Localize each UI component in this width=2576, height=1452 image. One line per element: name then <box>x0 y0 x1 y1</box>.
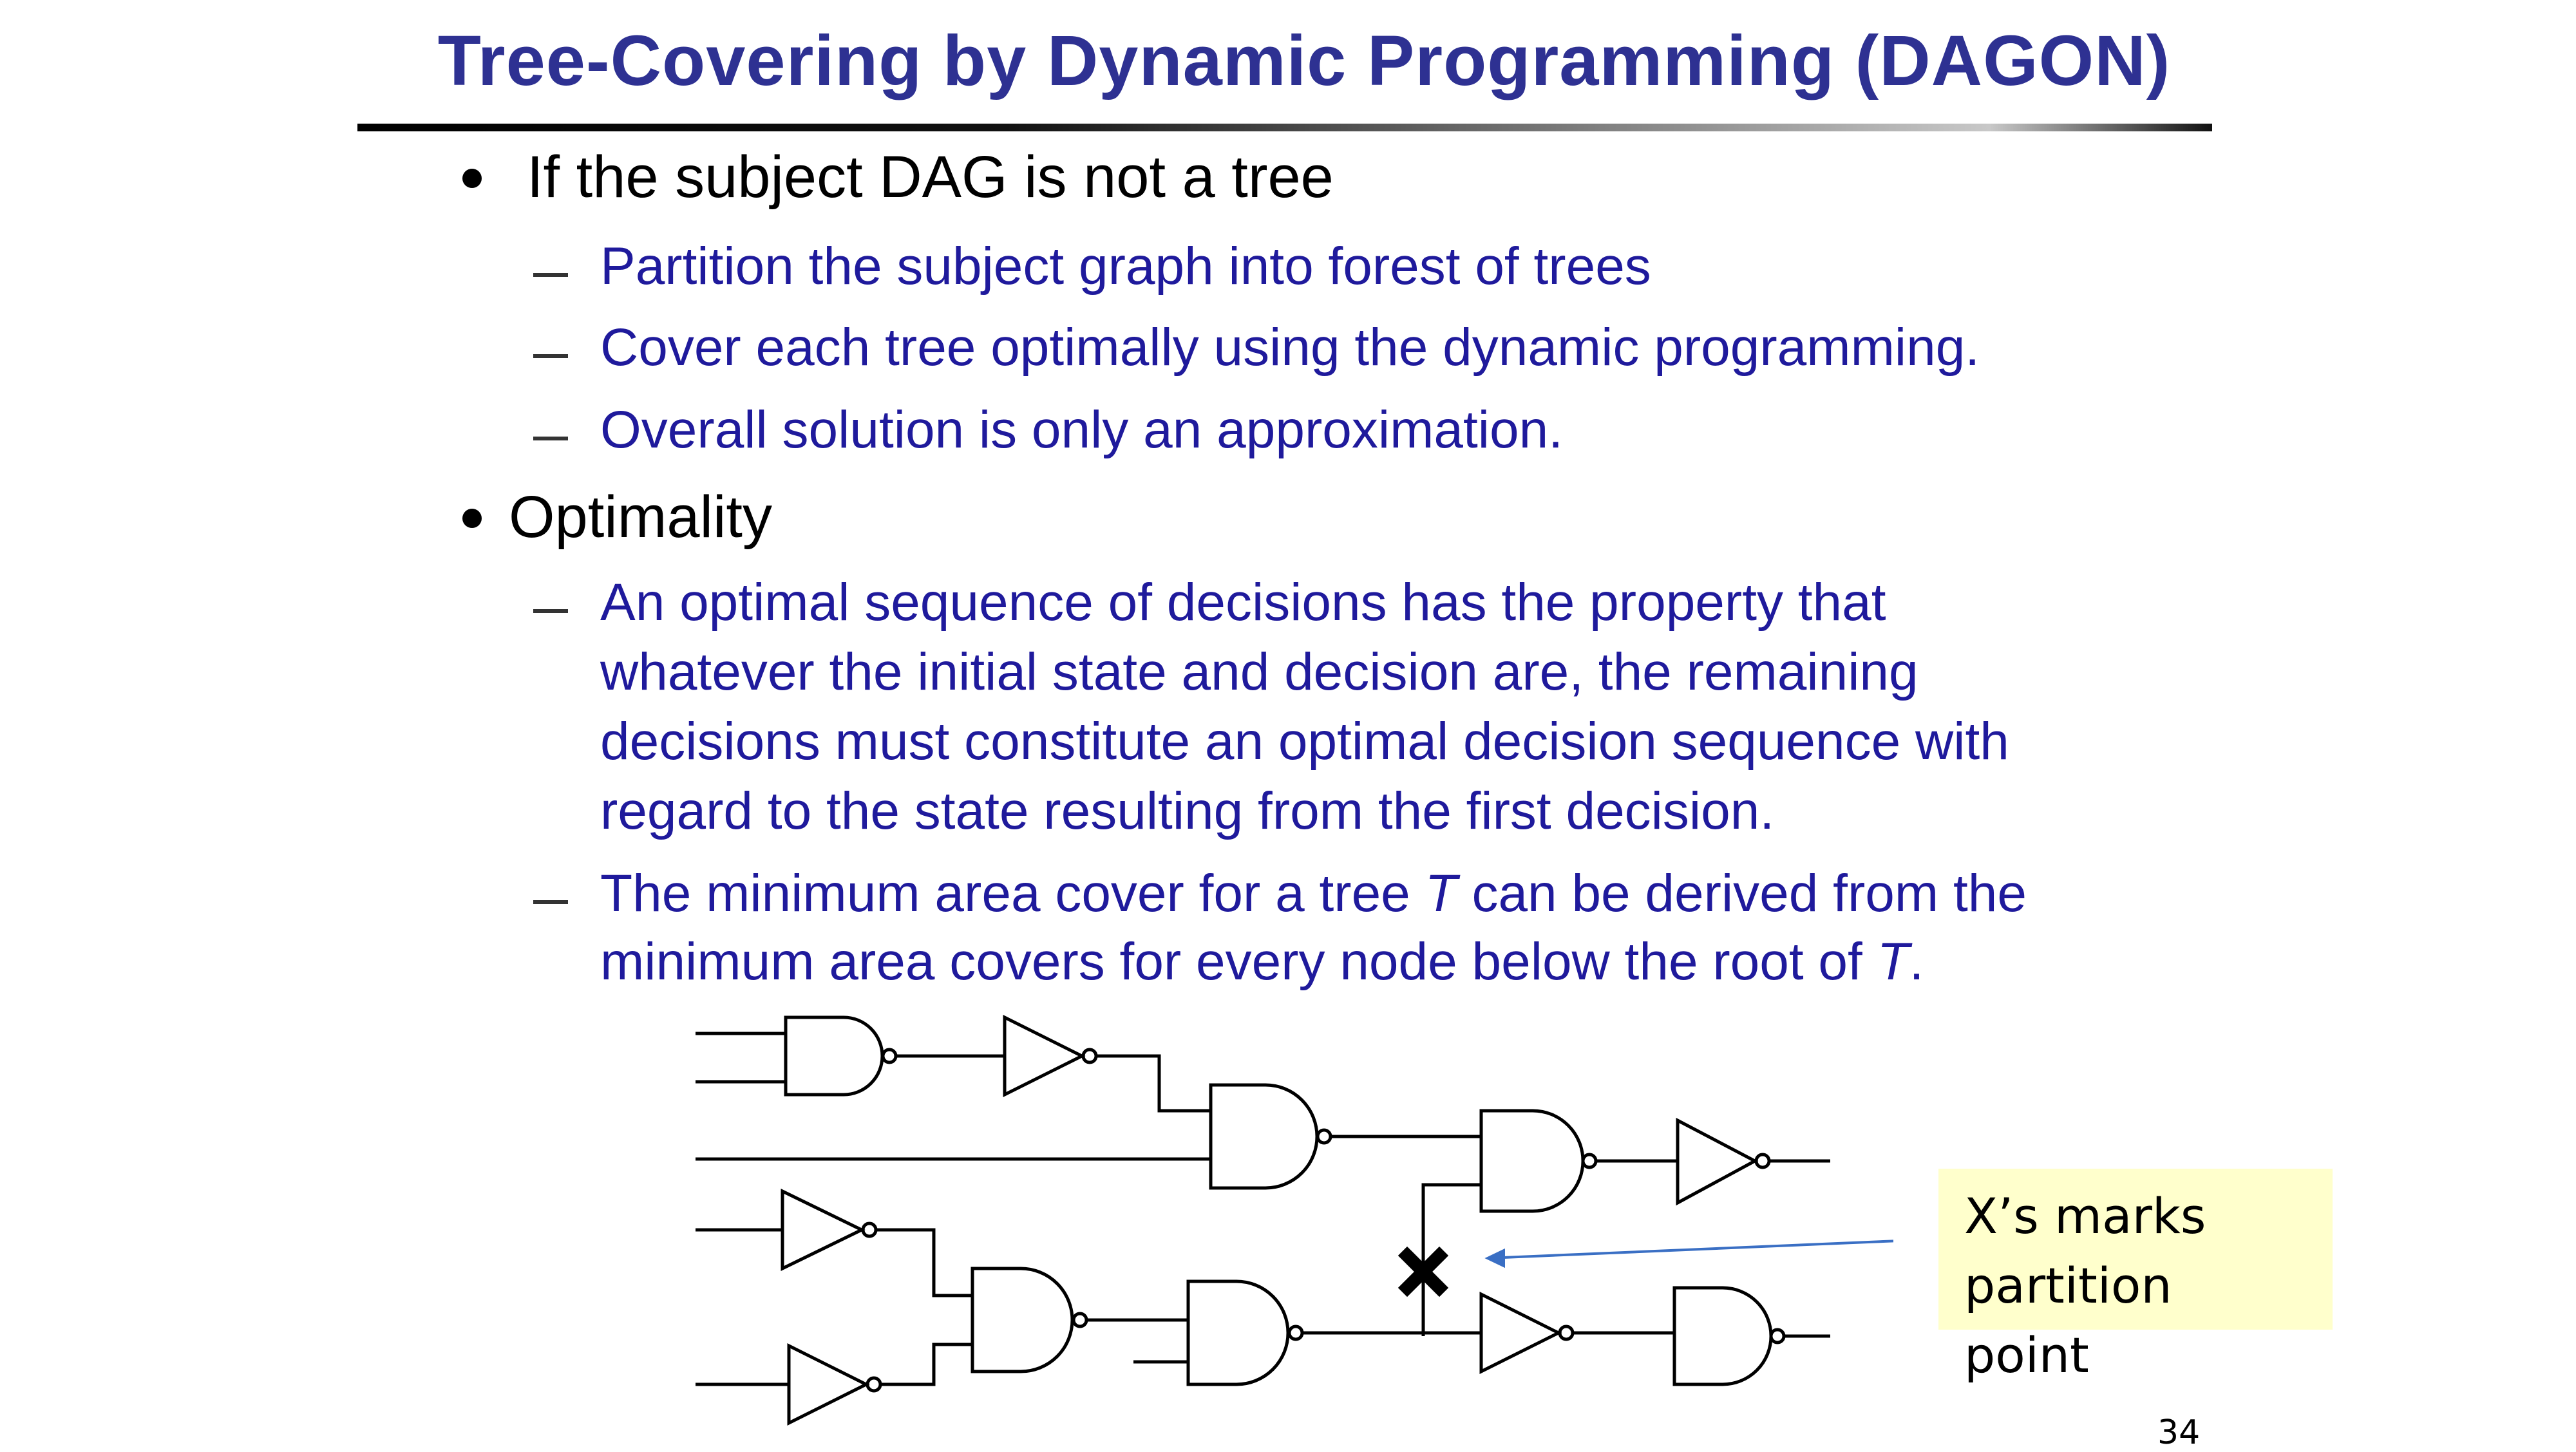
variable-T: T <box>1425 864 1457 923</box>
bullet-dot <box>462 169 482 188</box>
inverter-output-bottom <box>1479 1291 1674 1375</box>
callout-box: X’s marks partition point <box>1938 1169 2333 1384</box>
bullet-1-sub-2: Cover each tree optimally using the dyna… <box>600 318 1980 377</box>
bullet-2-sub-1-line-2: whatever the initial state and decision … <box>600 643 1918 701</box>
nand-gate-2 <box>1209 1083 1481 1190</box>
bullet-1-text: If the subject DAG is not a tree <box>527 144 1334 210</box>
nand-gate-6 <box>1672 1286 1830 1386</box>
sub-dash <box>533 354 568 358</box>
bullet-dot <box>462 509 482 528</box>
nand-gate-3 <box>1421 1109 1678 1336</box>
nand-gate-4 <box>971 1267 1188 1373</box>
bullet-1-sub-1: Partition the subject graph into forest … <box>600 237 1651 296</box>
circuit-diagram <box>696 1014 1893 1426</box>
slide-title: Tree-Covering by Dynamic Programming (DA… <box>437 21 2171 100</box>
bullet-2-sub-1-line-4: regard to the state resulting from the f… <box>600 782 1775 840</box>
title-underline <box>357 124 2212 131</box>
bullet-1-sub-3: Overall solution is only an approximatio… <box>600 401 1563 459</box>
inverter-2 <box>696 1188 972 1297</box>
variable-T: T <box>1877 932 1909 991</box>
callout-line-1: X’s marks <box>1964 1187 2206 1245</box>
bullet-2-sub-1-line-1: An optimal sequence of decisions has the… <box>600 573 1886 632</box>
page-number: 34 <box>2157 1413 2201 1452</box>
arrow <box>1484 1240 1893 1268</box>
inverter-3 <box>696 1343 972 1426</box>
bullet-2-text: Optimality <box>509 484 772 550</box>
callout-line-2: partition point <box>1964 1257 2172 1384</box>
bullet-2-sub-2-line-1: The minimum area cover for a tree T can … <box>600 864 2027 923</box>
inverter-1 <box>1003 1014 1211 1113</box>
bullet-2-sub-2-line-2: minimum area covers for every node below… <box>600 932 1924 991</box>
sub-dash <box>533 900 568 904</box>
partition-x-mark <box>1397 1246 1449 1297</box>
sub-dash <box>533 273 568 277</box>
sub-dash <box>533 609 568 613</box>
sub-dash <box>533 437 568 440</box>
nand-gate-1 <box>696 1015 1005 1097</box>
bullet-2-sub-1-line-3: decisions must constitute an optimal dec… <box>600 712 2009 771</box>
nand-gate-5 <box>1133 1279 1481 1386</box>
inverter-output-top <box>1676 1117 1830 1206</box>
